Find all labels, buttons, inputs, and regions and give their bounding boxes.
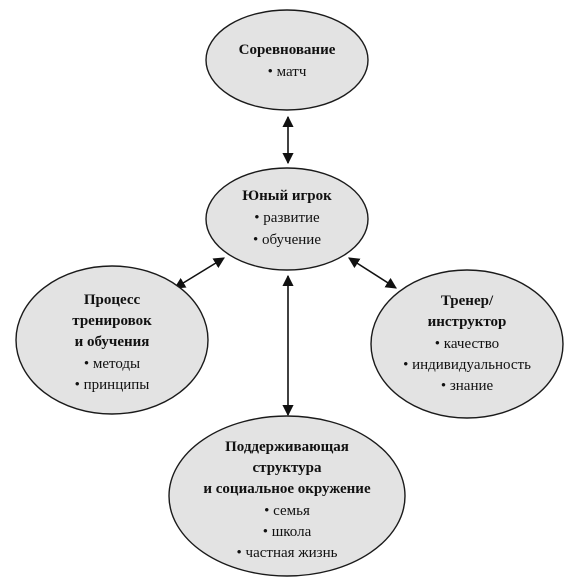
node-support-title: и социальное окружение: [203, 481, 371, 497]
node-young-player: Юный игрок • развитие • обучение: [205, 167, 369, 271]
node-coach-title: Тренер/: [441, 293, 494, 309]
node-support: Поддерживающая структура и социальное ок…: [168, 415, 406, 577]
node-training-title: и обучения: [75, 334, 150, 350]
node-training-process: Процесс тренировок и обучения • методы •…: [15, 265, 209, 415]
node-competition-item: • матч: [268, 64, 307, 80]
node-training-title: Процесс: [84, 292, 141, 308]
node-competition-title: Соревнование: [239, 42, 336, 58]
arrow-player-training: [174, 257, 225, 289]
node-coach-title: инструктор: [428, 314, 507, 330]
node-training-item: • принципы: [75, 377, 150, 393]
node-young-player-title: Юный игрок: [242, 188, 332, 204]
node-training-title: тренировок: [72, 313, 152, 329]
node-coach: Тренер/ инструктор • качество • индивиду…: [370, 269, 564, 419]
node-training-item: • методы: [84, 356, 140, 372]
node-coach-item: • качество: [435, 336, 499, 352]
node-competition: Соревнование • матч: [205, 9, 369, 111]
node-support-item: • частная жизнь: [237, 545, 338, 561]
node-coach-item: • индивидуальность: [403, 357, 531, 373]
node-coach-item: • знание: [441, 378, 494, 394]
node-support-item: • школа: [263, 524, 312, 540]
arrow-player-coach: [348, 257, 397, 289]
node-young-player-item: • развитие: [254, 210, 320, 226]
node-support-title: Поддерживающая: [225, 439, 349, 455]
node-support-item: • семья: [264, 503, 310, 519]
node-support-title: структура: [252, 460, 322, 476]
node-young-player-item: • обучение: [253, 232, 321, 248]
